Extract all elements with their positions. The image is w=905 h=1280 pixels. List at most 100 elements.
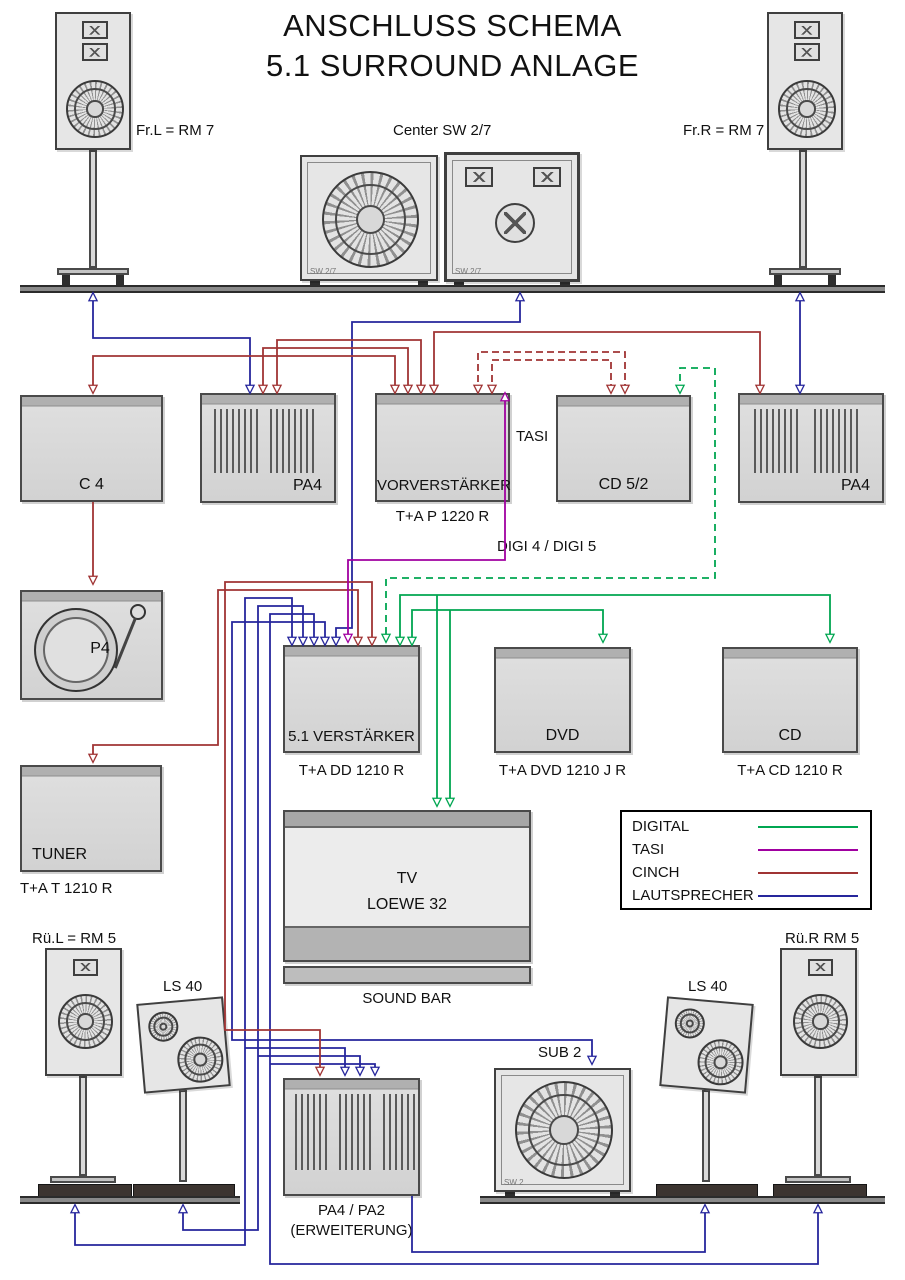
tweeter-icon — [73, 959, 98, 976]
bottom-left-floor-line — [20, 1196, 240, 1204]
tuner-model-label: T+A T 1210 R — [20, 880, 113, 897]
front-right-stand-pole — [799, 150, 807, 268]
wire-digital-amp51-cd — [400, 594, 830, 645]
wire-cinch-vorverstaerker-pa4r — [434, 331, 760, 393]
tweeter-icon — [82, 21, 108, 39]
device-pa4-left-label: PA4 — [292, 477, 322, 494]
tv-bottom-band — [285, 926, 529, 960]
device-vorverstaerker-label: VORVERSTÄRKER — [377, 477, 511, 494]
ls40-left-figure — [136, 996, 231, 1094]
device-cd52: CD 5/2 — [556, 395, 691, 502]
legend-lautsprecher-label: LAUTSPRECHER — [632, 887, 754, 904]
woofer-icon — [778, 80, 836, 138]
digital-line-swatch — [758, 826, 858, 828]
wire-speaker-pa4ext-2 — [258, 1055, 360, 1075]
vent-slots-icon — [214, 409, 260, 473]
device-p4-label: P4 — [90, 640, 110, 657]
rear-left-stand-base — [50, 1176, 116, 1183]
speaker-foot — [560, 281, 570, 286]
wire-cinch-vorverstaerker-pa4l-1 — [263, 347, 408, 393]
wire-speaker-pa4ext-1 — [245, 1047, 345, 1075]
vent-slots-icon — [814, 409, 862, 473]
wire-speaker-pa4ext-3 — [270, 1063, 375, 1075]
tv-top-band — [285, 812, 529, 828]
soundbar-label: SOUND BAR — [362, 990, 452, 1007]
wire-speaker-ls40-right — [411, 1196, 705, 1253]
page-title-line1: ANSCHLUSS SCHEMA — [283, 8, 622, 43]
front-right-speaker-figure — [767, 12, 843, 150]
sub2-label: SUB 2 — [538, 1044, 582, 1061]
pa4-ext-label: PA4 / PA2 — [318, 1202, 385, 1219]
device-51-verstaerker-label: 5.1 VERSTÄRKER — [288, 728, 415, 745]
stand-foot — [828, 275, 836, 285]
device-tuner-label: TUNER — [32, 846, 88, 863]
front-left-stand-pole — [89, 150, 97, 268]
top-floor-line — [20, 285, 885, 293]
tonearm-base-icon — [130, 604, 146, 620]
legend-row-lautsprecher: LAUTSPRECHER — [632, 885, 862, 907]
legend-row-cinch: CINCH — [632, 862, 862, 884]
tweeter-icon — [794, 21, 820, 39]
rear-right-speaker-figure — [780, 948, 857, 1076]
device-pa4-right: PA4 — [738, 393, 884, 503]
center-speaker-front-figure: SW 2/7 — [300, 155, 438, 281]
dvd-model-label: T+A DVD 1210 J R — [498, 762, 627, 779]
woofer-icon — [695, 1037, 746, 1088]
stand-foot — [774, 275, 782, 285]
ls40-right-label: LS 40 — [688, 978, 728, 995]
device-c4-label: C 4 — [79, 476, 104, 493]
speaker-frame — [452, 160, 572, 274]
woofer-icon — [175, 1034, 226, 1085]
driver-icon — [533, 167, 561, 187]
rear-right-speaker-label: Rü.R RM 5 — [785, 930, 860, 947]
device-tv: TV LOEWE 32 — [283, 810, 531, 962]
tv-label: TV — [396, 870, 418, 887]
wire-cinch-vorverstaerker-pa4l-2 — [277, 339, 421, 393]
center-speaker-rear-figure: SW 2/7 — [444, 152, 580, 282]
amp51-model-label: T+A DD 1210 R — [298, 762, 405, 779]
cinch-line-swatch — [758, 872, 858, 874]
device-p4-turntable: P4 — [20, 590, 163, 700]
device-c4: C 4 — [20, 395, 163, 502]
tweeter-icon — [808, 959, 833, 976]
tv-model-label: LOEWE 32 — [366, 896, 448, 913]
vent-slots-icon — [339, 1094, 373, 1170]
woofer-icon — [793, 994, 848, 1049]
legend-tasi-label: TASI — [632, 841, 665, 858]
woofer-icon — [66, 80, 124, 138]
ls40-left-stand-pole — [179, 1090, 187, 1182]
pa4-ext-note-label: (ERWEITERUNG) — [290, 1222, 413, 1239]
woofer-icon — [322, 171, 419, 268]
vorverstaerker-model-label: T+A P 1220 R — [395, 508, 490, 525]
front-right-speaker-label: Fr.R = RM 7 — [683, 122, 765, 139]
sub2-figure: SW 2 — [494, 1068, 631, 1192]
device-pa4-right-label: PA4 — [840, 477, 870, 494]
ls40-left-label: LS 40 — [163, 978, 203, 995]
device-cd52-label: CD 5/2 — [598, 476, 649, 493]
lautsprecher-line-swatch — [758, 895, 858, 897]
tasi-annotation: TASI — [516, 428, 549, 445]
device-pa4-left: PA4 — [200, 393, 336, 503]
wire-digital-amp51-dvd — [412, 609, 603, 645]
legend-cinch-label: CINCH — [632, 864, 680, 881]
center-speaker-label: Center SW 2/7 — [393, 122, 492, 139]
legend-box: DIGITAL TASI CINCH LAUTSPRECHER — [620, 810, 872, 910]
tweeter-icon — [673, 1007, 707, 1040]
rear-left-speaker-figure — [45, 948, 122, 1076]
vent-slots-icon — [270, 409, 316, 473]
midrange-icon — [794, 43, 820, 61]
legend-row-digital: DIGITAL — [632, 816, 862, 838]
digi-annotation: DIGI 4 / DIGI 5 — [497, 538, 597, 555]
device-tuner: TUNER — [20, 765, 162, 872]
stand-foot — [62, 275, 70, 285]
front-left-stand-base — [57, 268, 129, 275]
ls40-right-figure — [659, 996, 754, 1094]
sub-woofer-icon — [515, 1081, 613, 1179]
legend-row-tasi: TASI — [632, 839, 862, 861]
rear-right-stand-base — [785, 1176, 851, 1183]
sub2-badge: SW 2 — [504, 1178, 524, 1187]
wire-speaker-front-left — [93, 293, 250, 393]
rear-left-stand-pole — [79, 1076, 87, 1176]
cd-model-label: T+A CD 1210 R — [737, 762, 843, 779]
